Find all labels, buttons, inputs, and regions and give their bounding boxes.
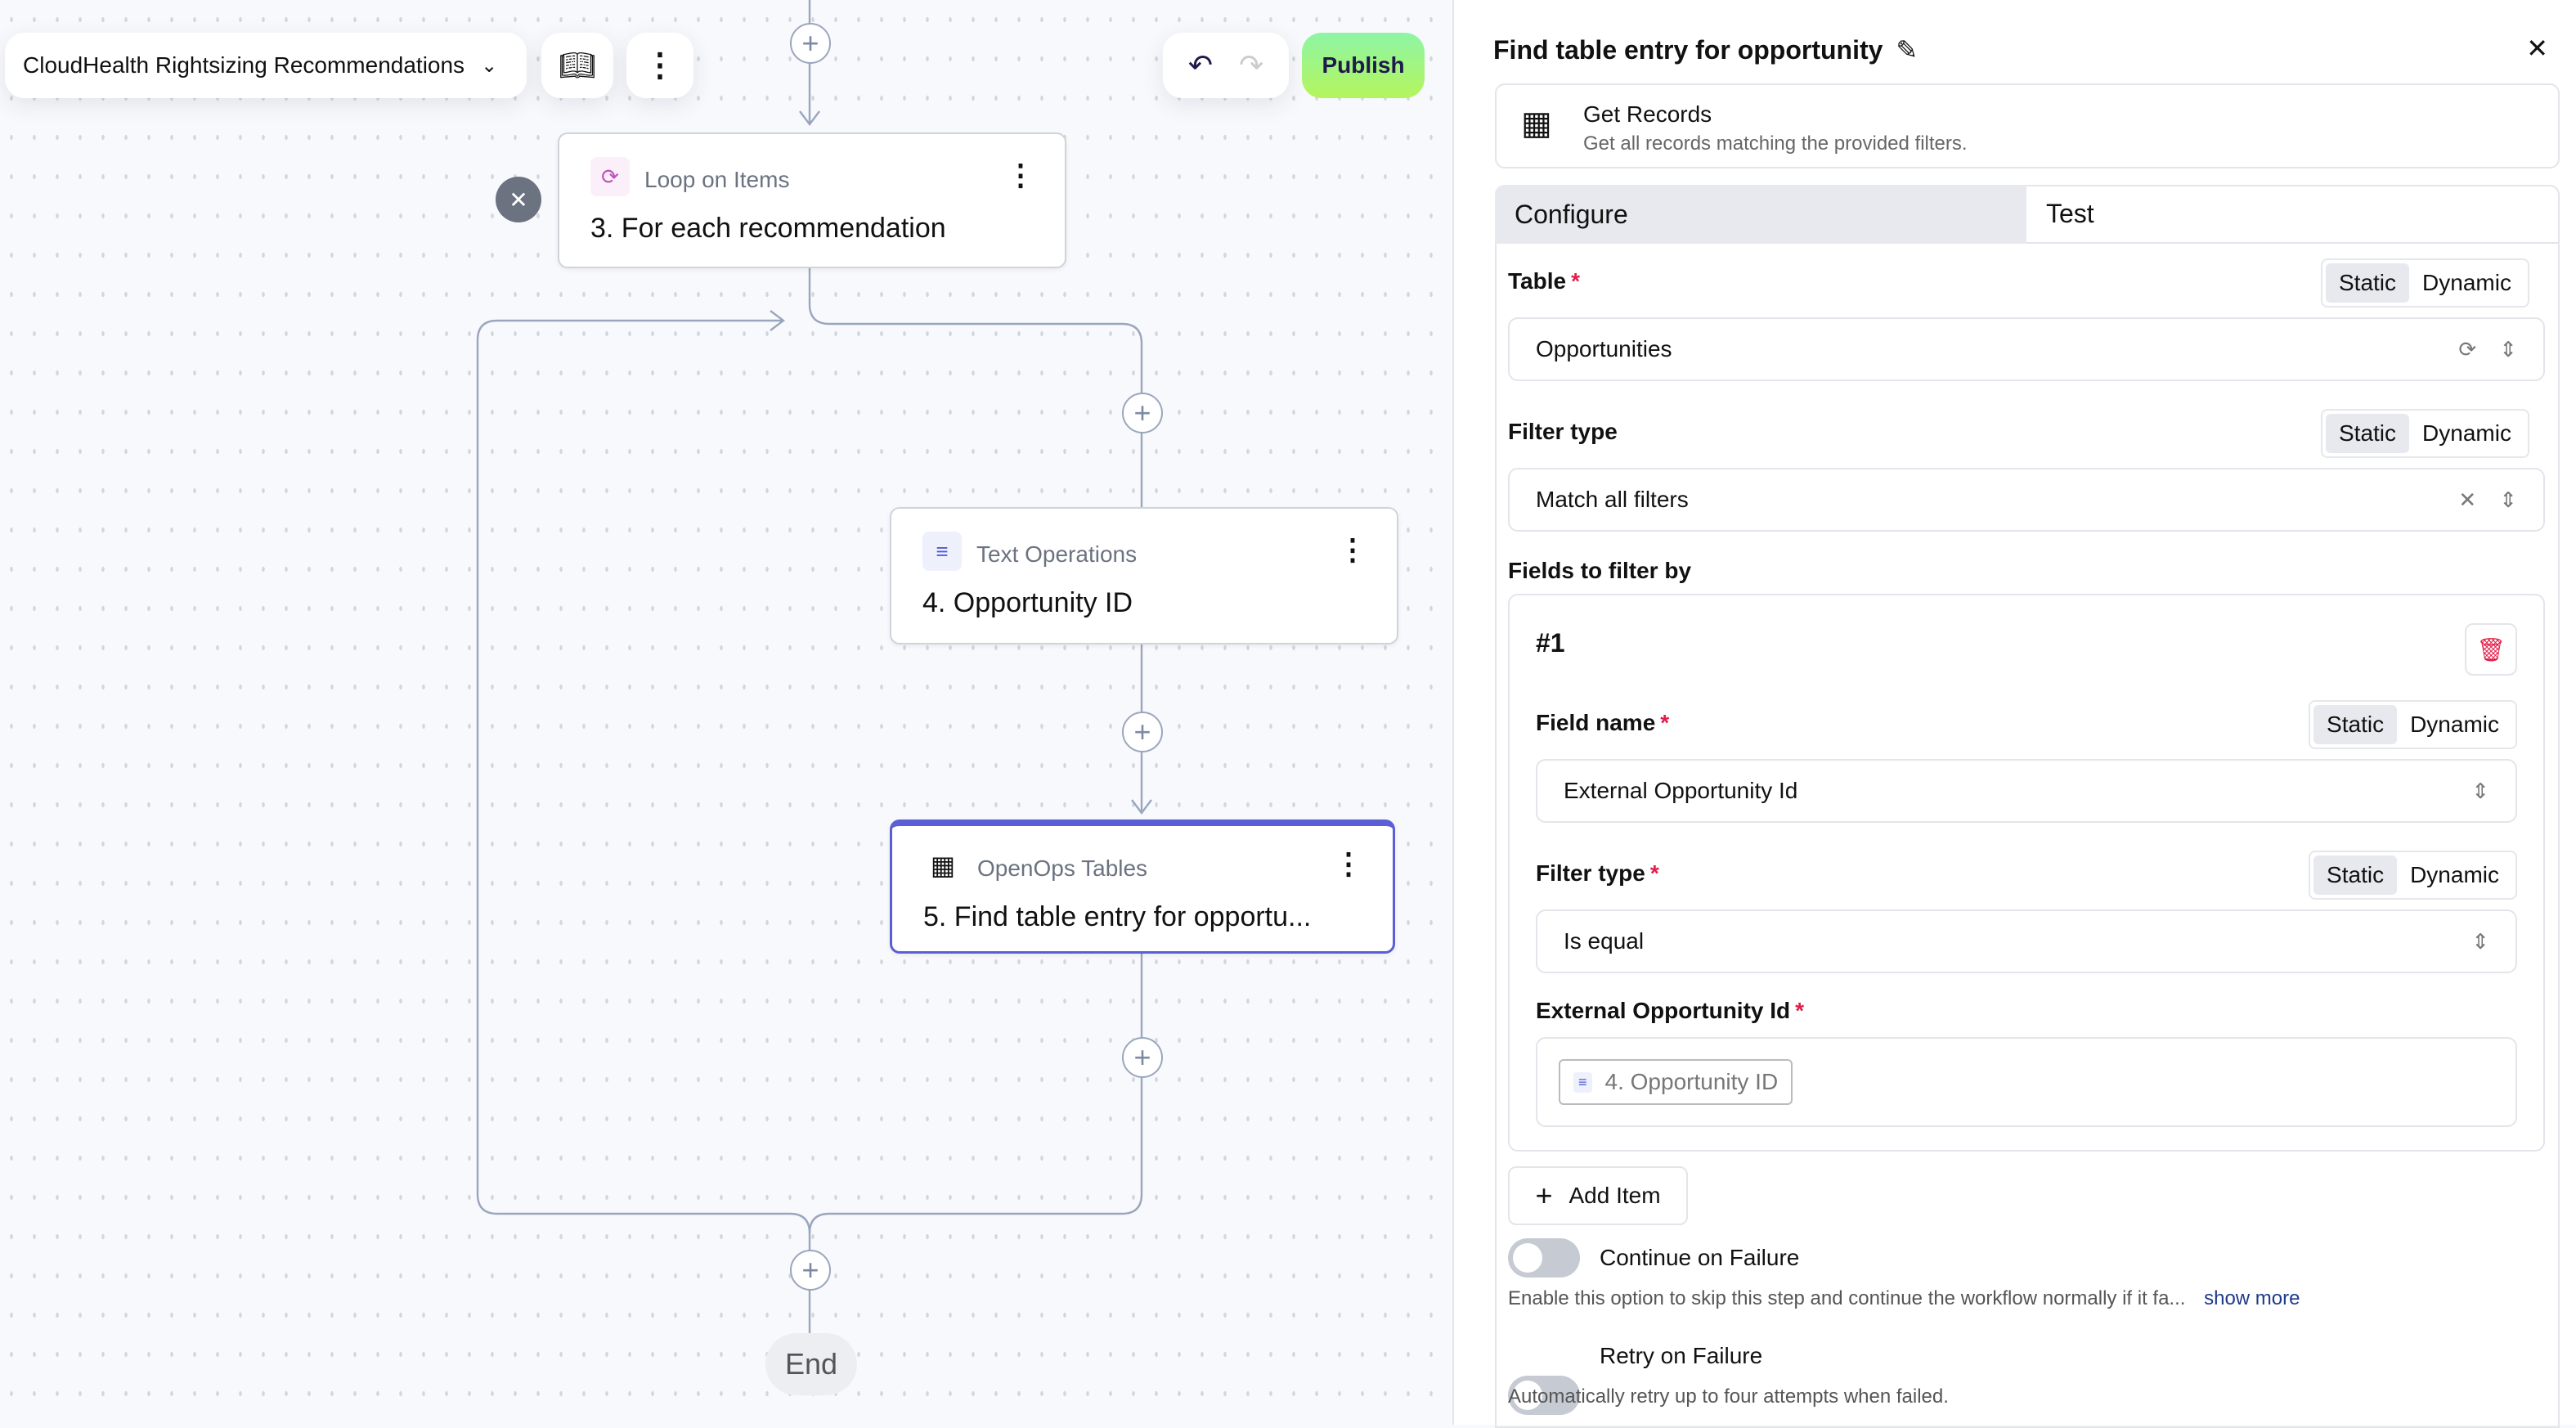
more-vertical-icon: ⋮ [644, 47, 676, 83]
action-card[interactable]: ▦ Get Records Get all records matching t… [1495, 83, 2560, 168]
text-operations-icon: ≡ [922, 532, 962, 571]
more-menu-button[interactable]: ⋮ [626, 33, 693, 98]
close-icon: ✕ [2526, 34, 2548, 63]
filter-type-value: Match all filters [1536, 487, 1689, 512]
flow-title: CloudHealth Rightsizing Recommendations [23, 52, 465, 78]
node-title: 4. Opportunity ID [922, 587, 1133, 618]
add-step-button[interactable]: + [790, 1250, 831, 1291]
loop-icon: ⟳ [590, 157, 630, 196]
item-filter-type-mode-toggle[interactable]: Static Dynamic [2309, 851, 2517, 900]
add-item-label: Add Item [1568, 1183, 1661, 1208]
clear-icon[interactable]: ✕ [2458, 487, 2477, 512]
add-item-button[interactable]: + Add Item [1508, 1166, 1688, 1225]
show-more-link[interactable]: show more [2204, 1287, 2300, 1309]
node-kind: OpenOps Tables [977, 855, 1148, 881]
table-mode-toggle[interactable]: Static Dynamic [2321, 258, 2529, 308]
chip-label: 4. Opportunity ID [1604, 1069, 1779, 1094]
fields-to-filter-label: Fields to filter by [1508, 558, 1692, 583]
flow-title-dropdown[interactable]: CloudHealth Rightsizing Recommendations … [5, 33, 527, 98]
retry-on-failure-label: Retry on Failure [1600, 1343, 1763, 1368]
retry-on-failure-help: Automatically retry up to four attempts … [1508, 1385, 1949, 1408]
item-filter-type-label: Filter type* [1536, 860, 1659, 886]
collapse-icon: ✕ [509, 186, 528, 213]
chevron-updown-icon: ⇕ [2499, 336, 2517, 361]
dynamic-option[interactable]: Dynamic [2410, 712, 2499, 737]
node-menu-icon[interactable]: ⋮ [1006, 158, 1035, 191]
table-value: Opportunities [1536, 336, 1672, 361]
static-option[interactable]: Static [2313, 855, 2398, 895]
continue-on-failure-toggle[interactable] [1508, 1238, 1580, 1278]
value-field-label: External Opportunity Id* [1536, 998, 1805, 1023]
item-index: #1 [1536, 628, 1565, 658]
step-title: Find table entry for opportunity [1493, 34, 1883, 65]
value-input[interactable]: ≡ 4. Opportunity ID [1536, 1037, 2517, 1127]
static-option[interactable]: Static [2313, 705, 2398, 744]
redo-icon[interactable]: ↷ [1239, 48, 1264, 82]
flow-node-loop[interactable]: ⟳ Loop on Items 3. For each recommendati… [558, 132, 1066, 268]
item-filter-type-select[interactable]: Is equal ⇕ [1536, 909, 2517, 973]
field-name-label: Field name* [1536, 710, 1670, 735]
action-description: Get all records matching the provided fi… [1583, 132, 1968, 155]
add-step-button[interactable]: + [1122, 393, 1163, 433]
node-kind: Text Operations [976, 541, 1138, 567]
continue-on-failure-label: Continue on Failure [1600, 1245, 1800, 1270]
collapse-loop-button[interactable]: ✕ [496, 177, 541, 222]
panel-header: Find table entry for opportunity ✎ [1493, 34, 1918, 65]
retry-on-failure-toggle[interactable] [1508, 1376, 1580, 1415]
publish-button[interactable]: Publish [1302, 33, 1425, 98]
dynamic-option[interactable]: Dynamic [2410, 862, 2499, 887]
text-operations-icon: ≡ [1573, 1071, 1592, 1093]
field-name-mode-toggle[interactable]: Static Dynamic [2309, 700, 2517, 749]
table-select[interactable]: Opportunities ⟳ ⇕ [1508, 317, 2545, 381]
static-option[interactable]: Static [2326, 263, 2410, 303]
edit-pencil-icon[interactable]: ✎ [1896, 35, 1919, 65]
field-name-value: External Opportunity Id [1564, 778, 1798, 803]
table-icon: ▦ [1521, 106, 1552, 141]
delete-item-button[interactable]: 🗑︎ [2465, 623, 2517, 676]
end-node: End [765, 1333, 857, 1395]
continue-on-failure-help: Enable this option to skip this step and… [1508, 1287, 2300, 1309]
step-settings-panel: Find table entry for opportunity ✎ ✕ ▦ G… [1452, 0, 2576, 1428]
static-option[interactable]: Static [2326, 414, 2410, 453]
action-name: Get Records [1583, 101, 1712, 127]
flow-connectors [476, 0, 1152, 1333]
book-icon: 📖︎ [559, 48, 596, 82]
filter-type-label: Filter type [1508, 419, 1618, 444]
add-step-button[interactable]: + [790, 23, 831, 64]
tab-test[interactable]: Test [2026, 185, 2560, 244]
add-step-button[interactable]: + [1122, 1037, 1163, 1078]
item-filter-type-value: Is equal [1564, 928, 1645, 954]
flow-node-openops-tables[interactable]: ▦ OpenOps Tables 5. Find table entry for… [890, 820, 1395, 954]
node-menu-icon[interactable]: ⋮ [1338, 532, 1367, 566]
history-controls: ↶ ↷ [1163, 33, 1289, 98]
chevron-down-icon: ⌄ [481, 54, 498, 77]
node-title: 3. For each recommendation [590, 213, 946, 244]
chevron-updown-icon: ⇕ [2499, 487, 2517, 512]
undo-icon[interactable]: ↶ [1187, 48, 1213, 82]
chevron-updown-icon: ⇕ [2471, 928, 2489, 954]
chevron-updown-icon: ⇕ [2471, 778, 2489, 803]
docs-button[interactable]: 📖︎ [541, 33, 613, 98]
step-reference-chip[interactable]: ≡ 4. Opportunity ID [1559, 1059, 1793, 1105]
refresh-icon[interactable]: ⟳ [2458, 336, 2477, 361]
add-step-button[interactable]: + [1122, 712, 1163, 752]
tab-configure[interactable]: Configure [1495, 185, 2026, 244]
flow-node-text-operations[interactable]: ≡ Text Operations 4. Opportunity ID ⋮ [890, 507, 1398, 644]
filter-type-mode-toggle[interactable]: Static Dynamic [2321, 409, 2529, 458]
table-icon: ▦ [930, 851, 956, 880]
plus-icon: + [1535, 1179, 1553, 1212]
filter-type-select[interactable]: Match all filters ✕ ⇕ [1508, 468, 2545, 532]
dynamic-option[interactable]: Dynamic [2422, 270, 2511, 295]
table-label: Table* [1508, 268, 1580, 294]
dynamic-option[interactable]: Dynamic [2422, 420, 2511, 446]
node-kind: Loop on Items [644, 167, 790, 192]
field-name-select[interactable]: External Opportunity Id ⇕ [1536, 759, 2517, 823]
close-panel-button[interactable]: ✕ [2526, 33, 2548, 64]
trash-icon: 🗑︎ [2476, 636, 2506, 662]
node-menu-icon[interactable]: ⋮ [1334, 846, 1363, 880]
flow-canvas[interactable]: CloudHealth Rightsizing Recommendations … [0, 0, 1452, 1425]
node-title: 5. Find table entry for opportu... [923, 901, 1312, 932]
